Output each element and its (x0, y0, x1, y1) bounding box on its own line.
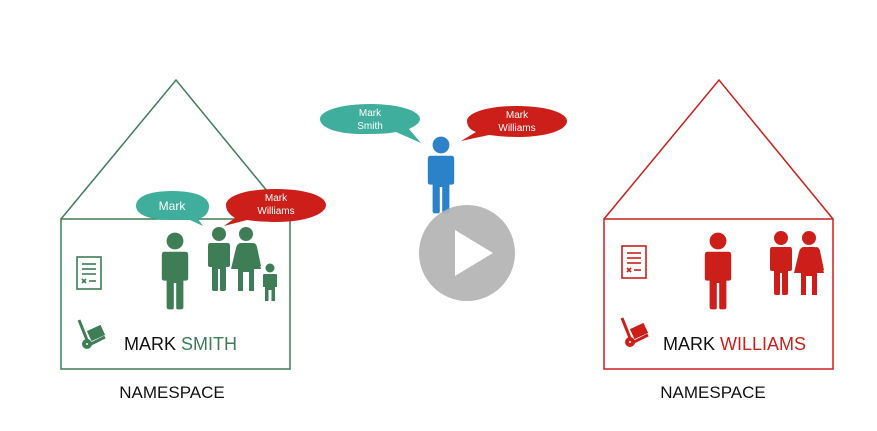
person-mark-smith-icon (161, 232, 189, 310)
play-button[interactable] (419, 205, 515, 301)
left-house (60, 78, 291, 370)
person-father-williams-icon (770, 231, 792, 295)
left-family-name: SMITH (181, 334, 237, 354)
center-bubble-left-line2: Smith (357, 121, 383, 132)
right-namespace-label: NAMESPACE (660, 383, 766, 402)
right-name: MARK WILLIAMS (663, 334, 806, 354)
left-name: MARK SMITH (124, 334, 237, 354)
speech-bubble-mark: Mark (136, 191, 209, 226)
right-first-name: MARK (663, 334, 715, 354)
right-house-body (603, 218, 834, 370)
hand-truck-icon (77, 318, 107, 350)
person-child-icon (263, 263, 277, 301)
person-mother-icon (231, 227, 261, 291)
speech-bubble-mark-williams: Mark Williams (224, 189, 326, 226)
left-first-name: MARK (124, 334, 176, 354)
person-mother-williams-icon (794, 231, 824, 295)
bubble-mark-williams-line1: Mark (265, 193, 288, 204)
center-bubble-right-line2: Williams (498, 123, 535, 134)
right-house (603, 78, 834, 370)
left-house-roof (60, 78, 291, 220)
person-mark-williams-icon (704, 232, 732, 310)
person-father-icon (208, 227, 230, 291)
center-bubble-right-line1: Mark (506, 110, 529, 121)
right-family-name: WILLIAMS (720, 334, 806, 354)
speech-bubble-mark-williams-center: Mark Williams (461, 106, 567, 141)
hand-truck-icon (620, 316, 650, 348)
bubble-mark-text: Mark (159, 199, 187, 213)
right-house-roof (603, 78, 834, 220)
left-namespace-label: NAMESPACE (119, 383, 225, 402)
document-icon (621, 245, 647, 279)
play-icon (455, 230, 493, 276)
document-icon (76, 256, 102, 290)
person-center-icon (427, 136, 455, 214)
speech-bubble-mark-smith: Mark Smith (320, 104, 421, 143)
bubble-mark-williams-line2: Williams (257, 206, 294, 217)
center-bubble-left-line1: Mark (359, 108, 382, 119)
